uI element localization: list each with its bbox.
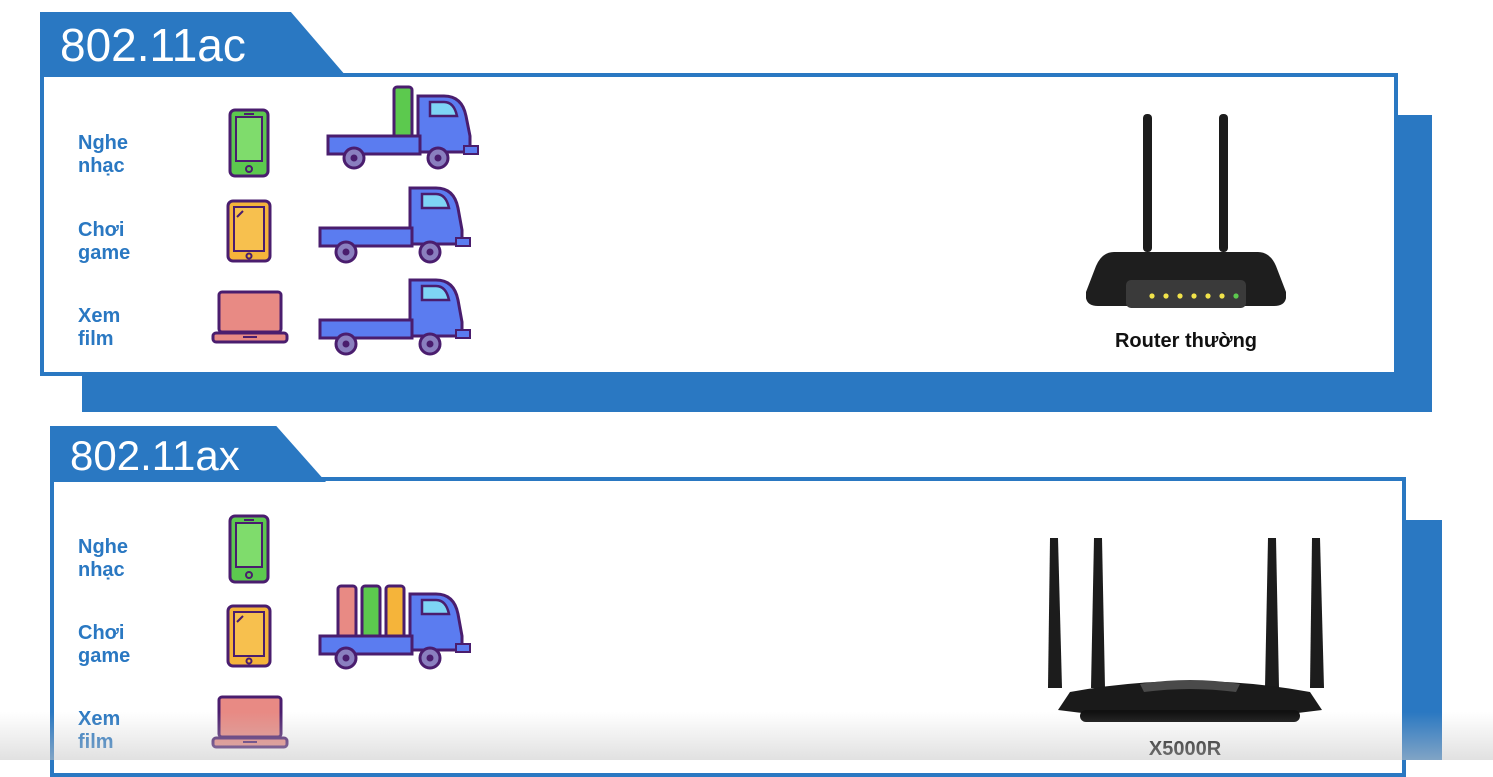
section-tab: 802.11ax	[50, 426, 326, 482]
row-label-game: Chơi game	[78, 622, 131, 667]
laptop-icon	[211, 290, 289, 344]
laptop-icon	[211, 695, 289, 749]
panel-shadow-block	[1404, 520, 1442, 760]
router-icon	[1048, 538, 1324, 722]
row-label-film: Xem film	[78, 305, 121, 350]
row-label-music: Nghe nhạc	[78, 132, 128, 177]
tablet-icon	[226, 604, 272, 668]
truck-icon	[318, 278, 471, 356]
section-title: 802.11ac	[60, 19, 246, 71]
row-label-music: Nghe nhạc	[78, 536, 128, 581]
router-icon	[1086, 114, 1286, 308]
section-tab: 802.11ac	[40, 12, 346, 76]
router-caption: Router thường	[1114, 330, 1257, 352]
router-caption: X5000R	[1148, 738, 1222, 760]
tablet-icon	[226, 199, 272, 263]
row-label-game: Chơi game	[78, 219, 131, 264]
section-title: 802.11ax	[70, 432, 240, 479]
row-label-film: Xem film	[78, 708, 121, 753]
smartphone-icon	[228, 514, 270, 584]
smartphone-icon	[228, 108, 270, 178]
truck-icon	[318, 584, 471, 670]
truck-icon	[318, 186, 471, 264]
truck-icon	[326, 85, 479, 170]
